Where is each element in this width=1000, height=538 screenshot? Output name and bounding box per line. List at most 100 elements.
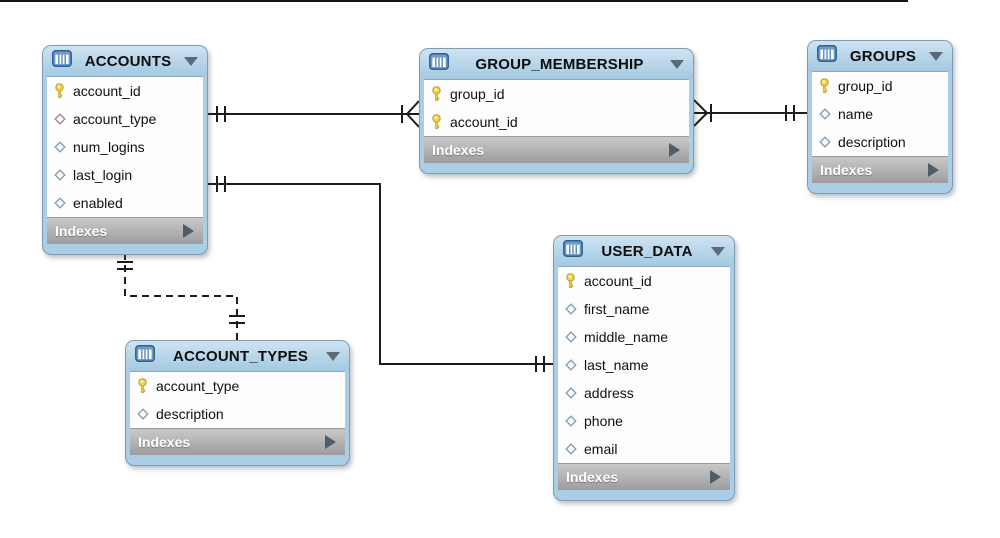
table-icon [429, 53, 449, 75]
column-name: num_logins [73, 139, 145, 155]
table-user-data-header[interactable]: USER_DATA [554, 236, 734, 266]
relationship-accounts-account-types[interactable] [117, 253, 245, 340]
column-row[interactable]: account_id [424, 108, 689, 136]
column-row[interactable]: account_type [47, 105, 203, 133]
column-row[interactable]: account_id [558, 267, 730, 295]
column-name: group_id [838, 78, 893, 94]
column-row[interactable]: middle_name [558, 323, 730, 351]
column-diamond-icon [53, 169, 66, 181]
expand-arrow-icon[interactable] [325, 435, 336, 449]
column-name: description [838, 134, 906, 150]
relationship-group-membership-groups[interactable] [693, 99, 807, 127]
column-name: account_id [450, 114, 518, 130]
table-icon [135, 345, 155, 367]
table-account-types[interactable]: ACCOUNT_TYPES account_type description I… [125, 340, 350, 466]
table-group-membership[interactable]: GROUP_MEMBERSHIP group_id account_id Ind… [419, 48, 694, 174]
primary-key-icon [53, 83, 66, 99]
column-row[interactable]: email [558, 435, 730, 463]
column-diamond-icon [53, 197, 66, 209]
relationship-accounts-group-membership[interactable] [208, 100, 420, 128]
chevron-down-icon[interactable] [326, 351, 340, 361]
column-name: last_name [584, 357, 649, 373]
column-row[interactable]: num_logins [47, 133, 203, 161]
indexes-label: Indexes [55, 223, 108, 239]
column-diamond-icon [564, 387, 577, 399]
column-name: address [584, 385, 634, 401]
table-user-data[interactable]: USER_DATA account_id first_name middle_n… [553, 235, 735, 501]
expand-arrow-icon[interactable] [710, 470, 721, 484]
table-groups[interactable]: GROUPS group_id name description Indexes [807, 40, 953, 194]
expand-arrow-icon[interactable] [669, 143, 680, 157]
column-name: last_login [73, 167, 133, 183]
column-row[interactable]: name [812, 100, 948, 128]
indexes-bar[interactable]: Indexes [47, 218, 203, 244]
column-row[interactable]: enabled [47, 189, 203, 217]
column-name: account_type [156, 378, 240, 394]
expand-arrow-icon[interactable] [183, 224, 194, 238]
column-diamond-icon [564, 359, 577, 371]
table-icon [817, 45, 837, 67]
column-diamond-icon [136, 408, 149, 420]
table-title: USER_DATA [601, 242, 693, 260]
chevron-down-icon[interactable] [929, 51, 943, 61]
primary-key-icon [818, 78, 831, 94]
column-row[interactable]: last_login [47, 161, 203, 189]
table-account-types-header[interactable]: ACCOUNT_TYPES [126, 341, 349, 371]
table-account-types-columns: account_type description [130, 371, 345, 429]
column-row[interactable]: phone [558, 407, 730, 435]
chevron-down-icon[interactable] [670, 59, 684, 69]
table-accounts-header[interactable]: ACCOUNTS [43, 46, 207, 76]
column-row[interactable]: description [812, 128, 948, 156]
column-name: description [156, 406, 224, 422]
column-name: account_id [73, 83, 141, 99]
primary-key-icon [430, 114, 443, 130]
table-title: ACCOUNT_TYPES [172, 347, 309, 365]
column-name: phone [584, 413, 623, 429]
column-diamond-icon [564, 443, 577, 455]
column-row[interactable]: group_id [812, 72, 948, 100]
column-row[interactable]: description [130, 400, 345, 428]
table-groups-columns: group_id name description [812, 71, 948, 157]
table-group-membership-header[interactable]: GROUP_MEMBERSHIP [420, 49, 693, 79]
table-accounts[interactable]: ACCOUNTS account_id account_type num_log… [42, 45, 208, 255]
indexes-bar[interactable]: Indexes [130, 429, 345, 455]
column-diamond-icon [564, 415, 577, 427]
column-diamond-icon [818, 108, 831, 120]
table-title: GROUP_MEMBERSHIP [475, 55, 644, 73]
indexes-bar[interactable]: Indexes [558, 464, 730, 490]
column-row[interactable]: last_name [558, 351, 730, 379]
chevron-down-icon[interactable] [711, 246, 725, 256]
column-name: account_id [584, 273, 652, 289]
column-name: name [838, 106, 874, 122]
column-row[interactable]: address [558, 379, 730, 407]
table-accounts-columns: account_id account_type num_logins last_… [47, 76, 203, 218]
primary-key-icon [430, 86, 443, 102]
expand-arrow-icon[interactable] [928, 163, 939, 177]
table-title: GROUPS [849, 47, 917, 65]
column-row[interactable]: first_name [558, 295, 730, 323]
table-title: ACCOUNTS [84, 52, 172, 70]
column-row[interactable]: account_type [130, 372, 345, 400]
canvas-top-border [0, 0, 908, 2]
table-group-membership-columns: group_id account_id [424, 79, 689, 137]
column-name: email [584, 441, 618, 457]
foreign-key-diamond-icon [53, 113, 66, 125]
chevron-down-icon[interactable] [184, 56, 198, 66]
indexes-label: Indexes [566, 469, 619, 485]
column-name: first_name [584, 301, 650, 317]
primary-key-icon [136, 378, 149, 394]
column-name: group_id [450, 86, 505, 102]
table-icon [563, 240, 583, 262]
indexes-bar[interactable]: Indexes [812, 157, 948, 183]
indexes-bar[interactable]: Indexes [424, 137, 689, 163]
column-name: account_type [73, 111, 157, 127]
column-row[interactable]: account_id [47, 77, 203, 105]
indexes-label: Indexes [138, 434, 191, 450]
column-name: middle_name [584, 329, 669, 345]
column-diamond-icon [53, 141, 66, 153]
table-groups-header[interactable]: GROUPS [808, 41, 952, 71]
column-row[interactable]: group_id [424, 80, 689, 108]
indexes-label: Indexes [820, 162, 873, 178]
table-user-data-columns: account_id first_name middle_name last_n… [558, 266, 730, 464]
